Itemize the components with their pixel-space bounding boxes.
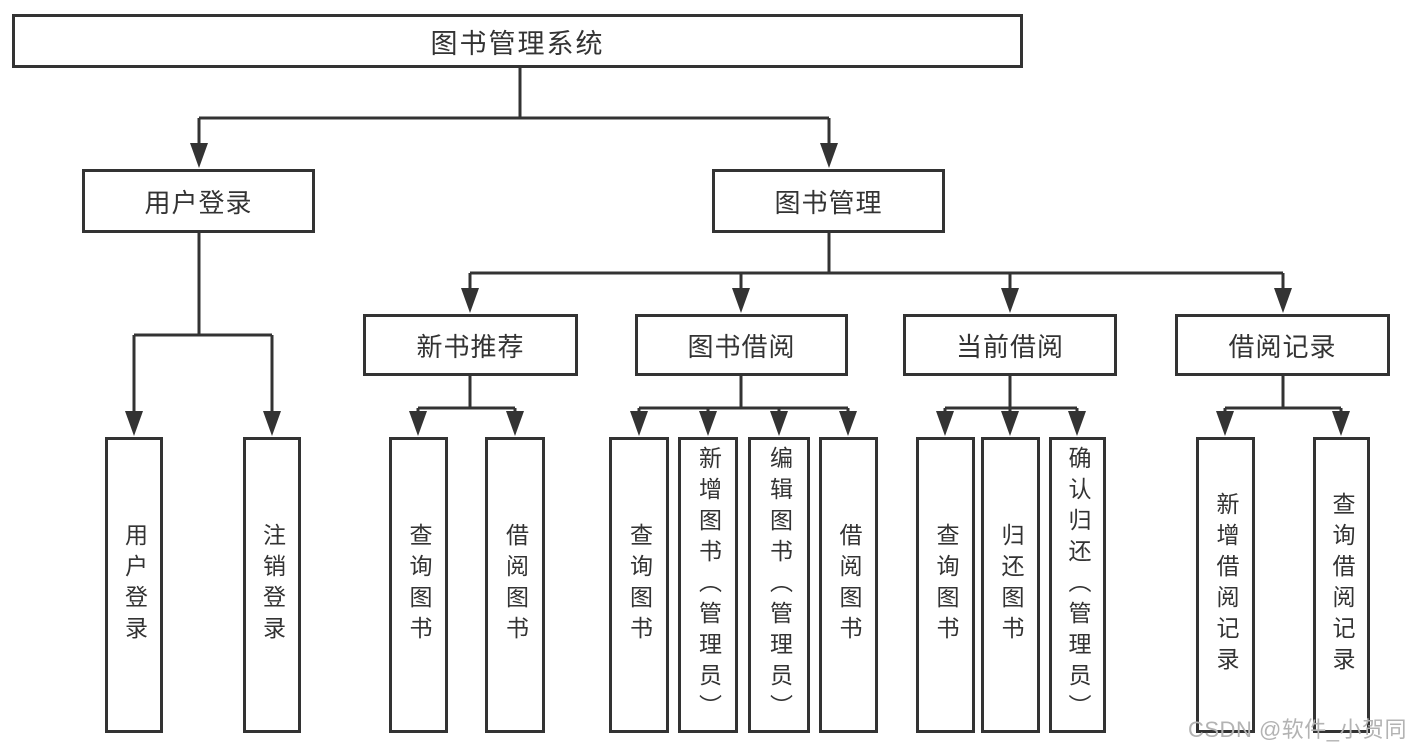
node-label: 图书管理系统 xyxy=(430,28,605,59)
leaf-current-confirm-return-admin: 确认归还（管理员） xyxy=(1049,437,1106,733)
node-label: 用户登录 xyxy=(144,187,253,218)
node-borrowing-records: 借阅记录 xyxy=(1175,314,1390,376)
node-label: 用户登录 xyxy=(121,523,148,647)
node-label: 新增借阅记录 xyxy=(1213,492,1239,678)
node-label: 编辑图书（管理员） xyxy=(766,445,793,725)
node-label: 注销登录 xyxy=(259,523,286,647)
connector-root-to-level2 xyxy=(190,68,838,168)
leaf-records-add: 新增借阅记录 xyxy=(1196,437,1255,733)
connector-book-borrowing-to-leaves xyxy=(630,376,857,436)
leaf-records-query: 查询借阅记录 xyxy=(1313,437,1370,733)
connector-borrowing-records-to-leaves xyxy=(1216,376,1350,436)
leaf-new-books-borrow: 借阅图书 xyxy=(485,437,545,733)
connector-new-books-to-leaves xyxy=(409,376,524,436)
node-label: 查询图书 xyxy=(406,523,432,647)
node-label: 当前借阅 xyxy=(955,331,1064,362)
node-book-management-system: 图书管理系统 xyxy=(12,14,1023,68)
leaf-user-login: 用户登录 xyxy=(105,437,163,733)
leaf-borrowing-add-admin: 新增图书（管理员） xyxy=(678,437,738,733)
node-label: 图书管理 xyxy=(774,187,883,218)
leaf-borrowing-borrow: 借阅图书 xyxy=(819,437,878,733)
node-label: 查询图书 xyxy=(626,523,653,647)
leaf-borrowing-edit-admin: 编辑图书（管理员） xyxy=(748,437,810,733)
node-label: 确认归还（管理员） xyxy=(1065,445,1091,725)
csdn-watermark: CSDN @软件_小贺同学 xyxy=(1188,717,1405,742)
node-label: 图书借阅 xyxy=(687,331,796,362)
node-label: 新书推荐 xyxy=(416,331,525,362)
leaf-new-books-query: 查询图书 xyxy=(389,437,448,733)
node-user-login: 用户登录 xyxy=(82,169,315,233)
leaf-logout: 注销登录 xyxy=(243,437,301,733)
node-label: 归还图书 xyxy=(998,523,1024,647)
node-label: 借阅记录 xyxy=(1228,331,1337,362)
connector-book-management-to-level3 xyxy=(461,233,1292,313)
leaf-current-return: 归还图书 xyxy=(981,437,1040,733)
node-book-management: 图书管理 xyxy=(712,169,945,233)
connector-user-login-to-leaves xyxy=(125,233,281,436)
node-book-borrowing: 图书借阅 xyxy=(635,314,848,376)
connector-current-borrowing-to-leaves xyxy=(936,376,1086,436)
leaf-current-query: 查询图书 xyxy=(916,437,975,733)
leaf-borrowing-query: 查询图书 xyxy=(609,437,669,733)
node-new-book-recommendation: 新书推荐 xyxy=(363,314,578,376)
node-label: 借阅图书 xyxy=(502,523,529,647)
node-label: 借阅图书 xyxy=(836,523,862,647)
node-label: 新增图书（管理员） xyxy=(695,445,722,725)
node-label: 查询借阅记录 xyxy=(1329,492,1355,678)
node-label: 查询图书 xyxy=(933,523,959,647)
node-current-borrowing: 当前借阅 xyxy=(903,314,1117,376)
